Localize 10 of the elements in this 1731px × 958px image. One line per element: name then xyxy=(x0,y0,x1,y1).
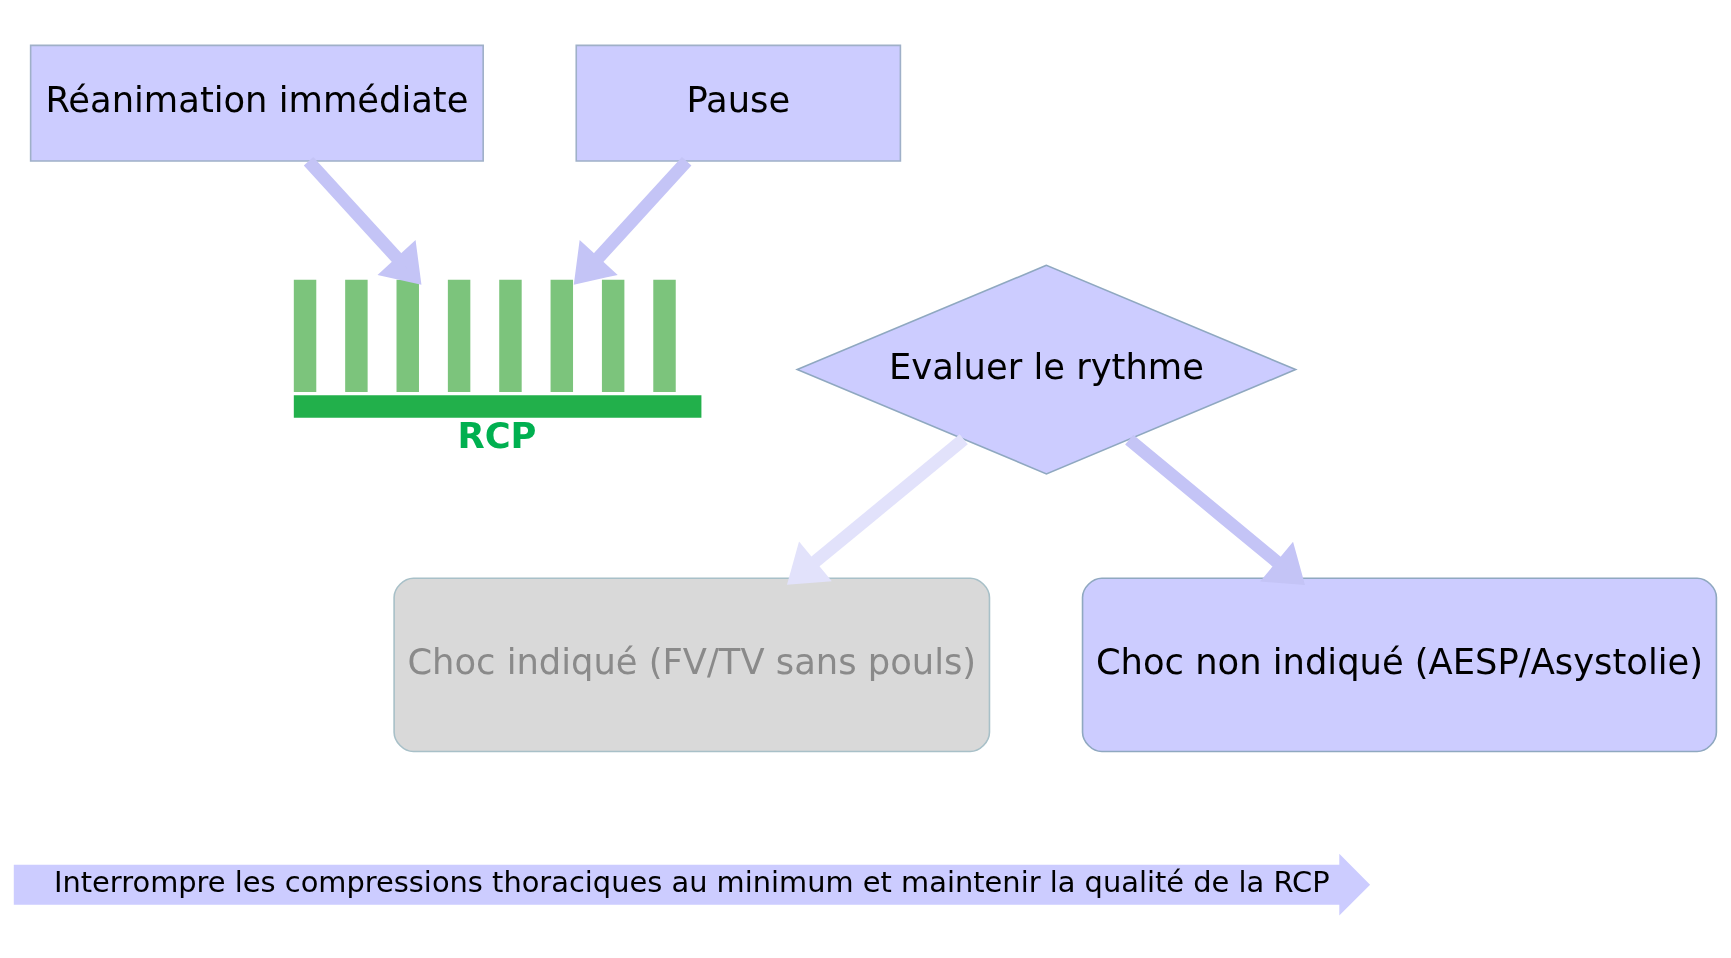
node-diamond: Evaluer le rythme xyxy=(795,263,1298,475)
node-box: Choc indiqué (FV/TV sans pouls) xyxy=(393,576,991,752)
node-box: Réanimation immédiate xyxy=(29,44,484,162)
arrow xyxy=(786,433,968,585)
arrow xyxy=(1125,434,1305,585)
node-label: RCP xyxy=(457,414,537,456)
node-box: Pause xyxy=(575,44,902,162)
arrow xyxy=(573,156,692,285)
node-box: Choc non indiqué (AESP/Asystolie) xyxy=(1081,576,1718,752)
arrow xyxy=(303,156,422,285)
